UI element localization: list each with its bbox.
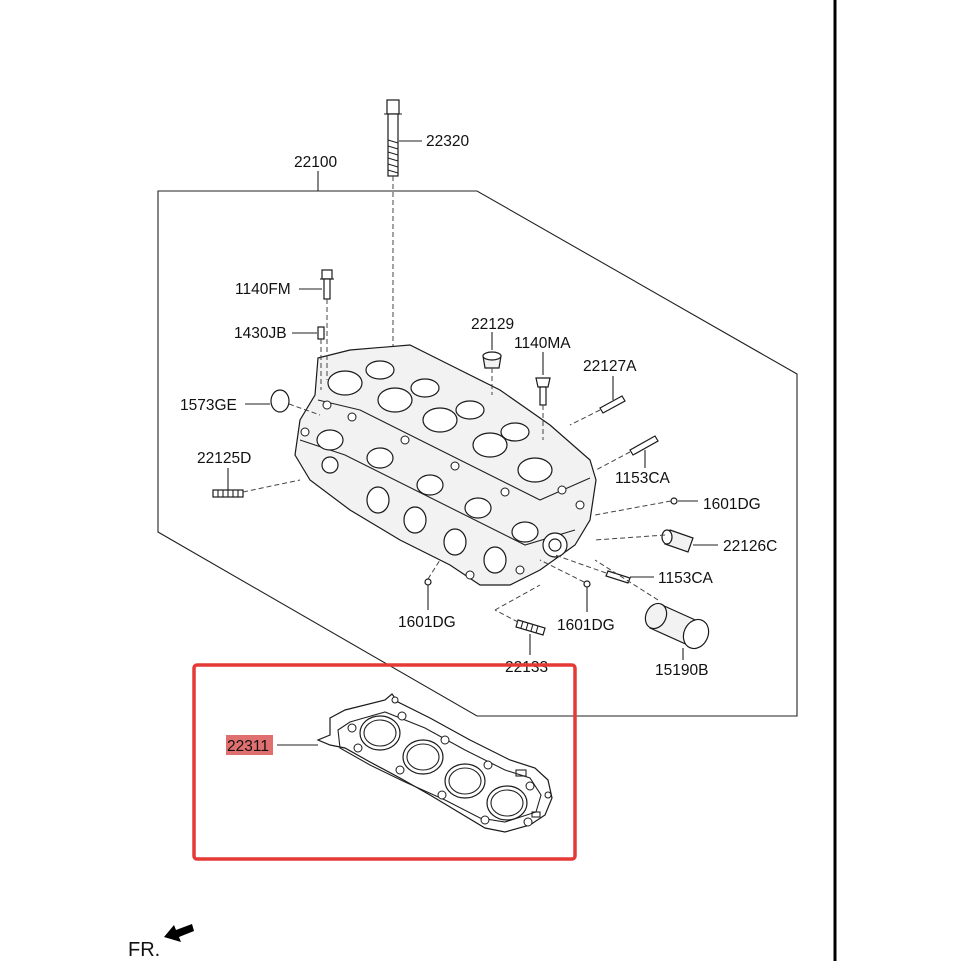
label-1601dg-mid[interactable]: 1601DG <box>557 617 615 634</box>
label-1601dg-right[interactable]: 1601DG <box>703 496 761 513</box>
label-22133[interactable]: 22133 <box>505 659 548 676</box>
label-1573ge[interactable]: 1573GE <box>180 397 237 414</box>
cylinder-head[interactable] <box>294 344 597 586</box>
label-1153ca-upper[interactable]: 1153CA <box>615 470 671 487</box>
stud-22127a[interactable] <box>569 376 626 426</box>
highlight-box <box>192 663 577 861</box>
stud-1153ca-upper[interactable] <box>595 435 659 471</box>
bolt-1140fm[interactable] <box>299 269 334 380</box>
label-1153ca-lower[interactable]: 1153CA <box>658 570 714 587</box>
label-22311-highlight <box>226 735 273 755</box>
label-22125d[interactable]: 22125D <box>197 450 251 467</box>
front-marker-label: FR. <box>128 939 160 961</box>
label-1430jb[interactable]: 1430JB <box>234 325 287 342</box>
stud-22125d[interactable] <box>212 468 301 498</box>
label-22126c[interactable]: 22126C <box>723 538 777 555</box>
label-15190b[interactable]: 15190B <box>655 662 708 679</box>
label-1140ma[interactable]: 1140MA <box>514 335 571 352</box>
guide-22126c[interactable] <box>594 529 718 553</box>
head-gasket-22311[interactable] <box>277 693 553 833</box>
pin-1601dg-mid[interactable] <box>539 559 591 612</box>
stud-1153ca-lower[interactable] <box>554 554 654 584</box>
assembly-outline <box>157 190 798 717</box>
bolt-1140ma[interactable] <box>535 352 551 440</box>
pin-1430jb[interactable] <box>292 326 325 390</box>
front-arrow-icon <box>164 924 194 942</box>
label-1601dg-left[interactable]: 1601DG <box>398 614 456 631</box>
head-bolt-22320[interactable] <box>384 99 422 370</box>
label-22100[interactable]: 22100 <box>294 154 337 171</box>
pin-1601dg-left[interactable] <box>424 559 441 610</box>
pin-1601dg-right[interactable] <box>594 497 698 516</box>
label-1140fm[interactable]: 1140FM <box>235 281 291 298</box>
label-22320[interactable]: 22320 <box>426 133 469 150</box>
label-22311[interactable]: 22311 <box>227 738 269 755</box>
label-22129[interactable]: 22129 <box>471 316 514 333</box>
label-22127a[interactable]: 22127A <box>583 358 637 375</box>
stud-22133[interactable] <box>494 584 546 655</box>
plug-1573ge[interactable] <box>245 389 321 416</box>
tappet-15190b[interactable] <box>594 559 713 660</box>
cap-22129[interactable] <box>482 332 502 395</box>
